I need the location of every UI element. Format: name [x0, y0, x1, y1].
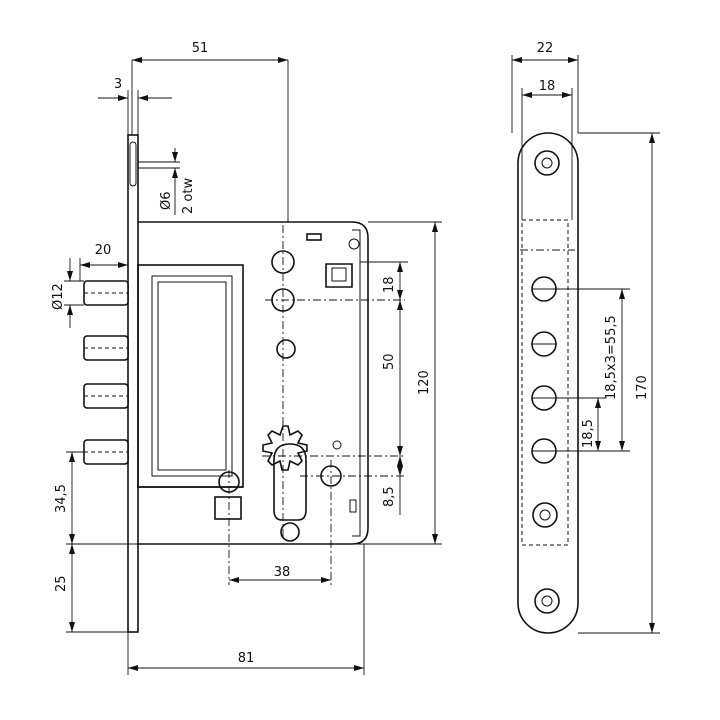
dimension-d6: Ø6 2 otw — [159, 148, 196, 215]
dim-d6-note: 2 otw — [181, 178, 196, 214]
dimension-38: 38 — [229, 565, 331, 583]
lock-case — [137, 221, 369, 545]
dim-18-front-label: 18 — [539, 79, 556, 94]
dimension-18-5: 18,5 — [556, 397, 605, 451]
dim-d12-label: Ø12 — [51, 283, 66, 310]
dimension-18-5x3: 18,5x3=55,5 — [556, 288, 630, 452]
dimension-18-side: 18 — [360, 261, 408, 300]
dimension-170: 170 — [578, 132, 660, 634]
dimension-81: 81 — [127, 544, 365, 675]
dim-8-5-label: 8,5 — [382, 486, 397, 507]
center-lines — [228, 225, 575, 585]
dimension-20: 20 — [79, 243, 128, 281]
dim-18-5x3-label: 18,5x3=55,5 — [604, 315, 619, 400]
dimension-51: 51 — [131, 41, 289, 222]
dim-d6-label: Ø6 — [159, 191, 174, 210]
dim-20-label: 20 — [95, 243, 112, 258]
dim-51-label: 51 — [192, 41, 209, 56]
case-holes — [214, 233, 360, 542]
dimension-8-5: 8,5 — [382, 456, 403, 515]
dim-18-5-label: 18,5 — [581, 419, 596, 448]
dim-34-5-label: 34,5 — [54, 484, 69, 513]
dim-81-label: 81 — [238, 651, 255, 666]
bolts — [83, 280, 129, 465]
dimension-d12: Ø12 — [51, 258, 84, 328]
dim-3-label: 3 — [114, 77, 122, 92]
dim-22-label: 22 — [537, 41, 554, 56]
dim-18-side-label: 18 — [382, 276, 397, 293]
dimension-50: 50 — [382, 300, 403, 456]
dim-170-label: 170 — [635, 375, 650, 400]
dimension-3: 3 — [98, 77, 172, 135]
faceplate-front — [517, 132, 579, 634]
dimension-34-5: 34,5 — [54, 451, 368, 545]
dimension-22: 22 — [511, 41, 579, 133]
dim-25-label: 25 — [54, 575, 69, 592]
dimension-25: 25 — [54, 544, 128, 633]
dimension-120: 120 — [368, 221, 442, 545]
dim-50-label: 50 — [382, 353, 397, 370]
dim-120-label: 120 — [417, 370, 432, 395]
dimension-18-front: 18 — [521, 79, 573, 220]
dim-38-label: 38 — [274, 565, 291, 580]
